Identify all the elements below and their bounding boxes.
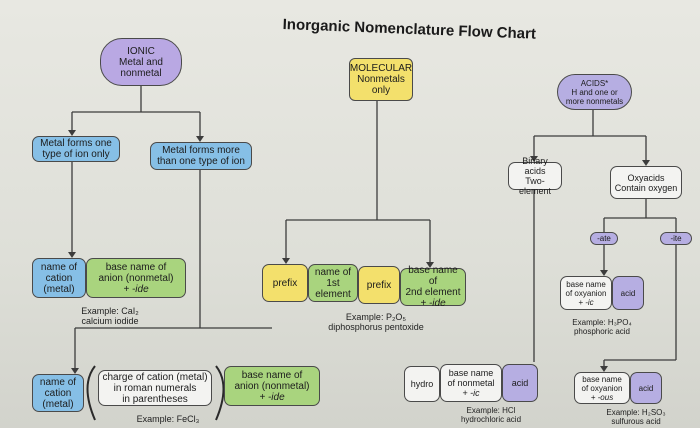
one-ion-type-line-2: type of ion only	[42, 149, 110, 160]
oxyanion-ic-node: base name of oxyanion + -ic	[560, 276, 612, 310]
example-oxyacid-ate: Example: H₃PO₄ phosphoric acid	[562, 318, 642, 336]
nonmetal-ic-line-1: base name	[448, 368, 494, 378]
molecular-node: MOLECULAR Nonmetals only	[349, 58, 413, 101]
example-binary-name: hydrochloric acid	[460, 415, 522, 424]
ionic-node: IONIC Metal and nonmetal	[100, 38, 182, 86]
acid-node-2: acid	[502, 364, 538, 402]
one-ion-type-node: Metal forms one type of ion only	[32, 136, 120, 162]
anion-ide-node: base name of anion (nonmetal) + -ide	[86, 258, 186, 298]
oxyanion-ous-line-3: + -ous	[590, 392, 614, 402]
roman-charge-line-2: in roman numerals	[113, 382, 197, 394]
ionic-label: IONIC	[127, 45, 155, 57]
acid-label-2: acid	[511, 377, 529, 388]
second-element-node: base name of 2nd element + -ide	[400, 265, 466, 309]
binary-acids-node: Binary acids Two-element	[508, 156, 562, 196]
ionic-sub-2: nonmetal	[120, 67, 162, 79]
roman-numeral-charge-node: charge of cation (metal) in roman numera…	[98, 370, 212, 406]
oxyanion-ous-line-2: of oxyanion	[581, 383, 623, 393]
cation-name-2-line-1: name of	[39, 376, 77, 388]
example-ionic-one-type: Example: CaI₂ calcium iodide	[62, 306, 158, 326]
ite-suffix-label: -ite	[670, 234, 682, 243]
binary-acids-label: Binary acids	[522, 156, 548, 176]
oxyacids-sub: Contain oxygen	[614, 182, 678, 193]
acid-node-3: acid	[630, 372, 662, 404]
prefix-label-2: prefix	[366, 279, 392, 291]
oxyanion-ic-line-3: + -ic	[578, 297, 594, 307]
multiple-ion-types-line-1: Metal forms more	[162, 145, 240, 156]
example-binary-formula: Example: HCl	[466, 406, 516, 415]
anion-ide-node-2: base name of anion (nonmetal) + -ide	[224, 366, 320, 406]
multiple-ion-types-node: Metal forms more than one type of ion	[150, 142, 252, 170]
example-oxy-ate-name: phosphoric acid	[573, 327, 631, 336]
prefix-node-1: prefix	[262, 264, 308, 302]
nonmetal-ic-line-2: of nonmetal	[447, 378, 495, 388]
acid-label-1: acid	[620, 288, 636, 298]
molecular-sub-1: Nonmetals	[357, 74, 405, 85]
cation-name-node-2: name of cation (metal)	[32, 374, 84, 412]
anion-ide-2-line-3: + -ide	[259, 391, 285, 403]
prefix-node-2: prefix	[358, 266, 400, 304]
binary-acids-sub: Two-element	[518, 176, 552, 196]
example-oxy-ite-name: sulfurous acid	[611, 417, 661, 426]
anion-ide-line-2: anion (nonmetal)	[98, 272, 174, 284]
example-ionic-one-formula: Example: CaI₂	[81, 306, 139, 316]
acid-label-3: acid	[638, 383, 654, 393]
first-element-line-2: 1st	[326, 277, 340, 289]
example-ionic-multiple-formula: Example: FeCl₃	[136, 414, 200, 424]
roman-charge-line-1: charge of cation (metal)	[102, 371, 208, 383]
oxyanion-ous-line-1: base name	[582, 374, 622, 384]
cation-name-line-1: name of	[40, 261, 78, 273]
anion-ide-2-line-1: base name of	[241, 369, 303, 381]
acids-label: ACIDS*	[580, 78, 609, 88]
ionic-sub-1: Metal and	[119, 56, 163, 68]
one-ion-type-line-1: Metal forms one	[40, 138, 112, 149]
example-binary-acid: Example: HCl hydrochloric acid	[446, 406, 536, 424]
cation-name-line-3: (metal)	[43, 283, 75, 295]
example-ionic-multiple: Example: FeCl₃	[128, 414, 208, 424]
acids-sub-2: more nonmetals	[565, 96, 624, 106]
molecular-label: MOLECULAR	[349, 63, 413, 74]
acids-node: ACIDS* H and one or more nonmetals	[557, 74, 632, 110]
ate-suffix-node: -ate	[590, 232, 618, 245]
oxyanion-ous-node: base name of oxyanion + -ous	[574, 372, 630, 404]
example-oxy-ite-formula: Example: H₂SO₃	[606, 408, 666, 417]
example-molecular: Example: P₂O₅ diphosphorus pentoxide	[316, 312, 436, 332]
second-element-line-3: + -ide	[420, 298, 446, 309]
example-oxyacid-ite: Example: H₂SO₃ sulfurous acid	[596, 408, 676, 426]
anion-ide-line-1: base name of	[105, 261, 167, 273]
hydro-prefix-node: hydro	[404, 366, 440, 402]
ate-suffix-label: -ate	[597, 234, 611, 243]
oxyacids-label: Oxyacids	[627, 172, 665, 183]
oxyanion-ic-line-2: of oxyanion	[565, 288, 607, 298]
ite-suffix-node: -ite	[660, 232, 692, 245]
anion-ide-line-3: + -ide	[123, 283, 149, 295]
example-molecular-name: diphosphorus pentoxide	[328, 322, 424, 332]
roman-charge-line-3: in parentheses	[122, 393, 188, 405]
oxyanion-ic-line-1: base name	[566, 279, 606, 289]
example-molecular-formula: Example: P₂O₅	[345, 312, 407, 322]
example-ionic-one-name: calcium iodide	[81, 316, 139, 326]
cation-name-2-line-3: (metal)	[42, 398, 74, 410]
second-element-line-1: base name of	[408, 265, 458, 287]
first-element-line-1: name of	[314, 266, 352, 278]
hydro-label: hydro	[410, 378, 434, 389]
molecular-sub-2: only	[371, 85, 391, 96]
second-element-line-2: 2nd element	[405, 287, 461, 298]
cation-name-node: name of cation (metal)	[32, 258, 86, 298]
acids-sub-1: H and one or	[571, 87, 618, 97]
oxyacids-node: Oxyacids Contain oxygen	[610, 166, 682, 199]
acid-node-1: acid	[612, 276, 644, 310]
first-element-line-3: element	[315, 288, 351, 300]
cation-name-line-2: cation	[45, 272, 73, 284]
prefix-label-1: prefix	[272, 277, 298, 289]
multiple-ion-types-line-2: than one type of ion	[157, 156, 245, 167]
first-element-node: name of 1st element	[308, 264, 358, 302]
nonmetal-ic-node: base name of nonmetal + -ic	[440, 364, 502, 402]
nonmetal-ic-line-3: + -ic	[462, 388, 480, 398]
cation-name-2-line-2: cation	[44, 387, 72, 399]
example-oxy-ate-formula: Example: H₃PO₄	[572, 318, 632, 327]
anion-ide-2-line-2: anion (nonmetal)	[234, 380, 310, 392]
